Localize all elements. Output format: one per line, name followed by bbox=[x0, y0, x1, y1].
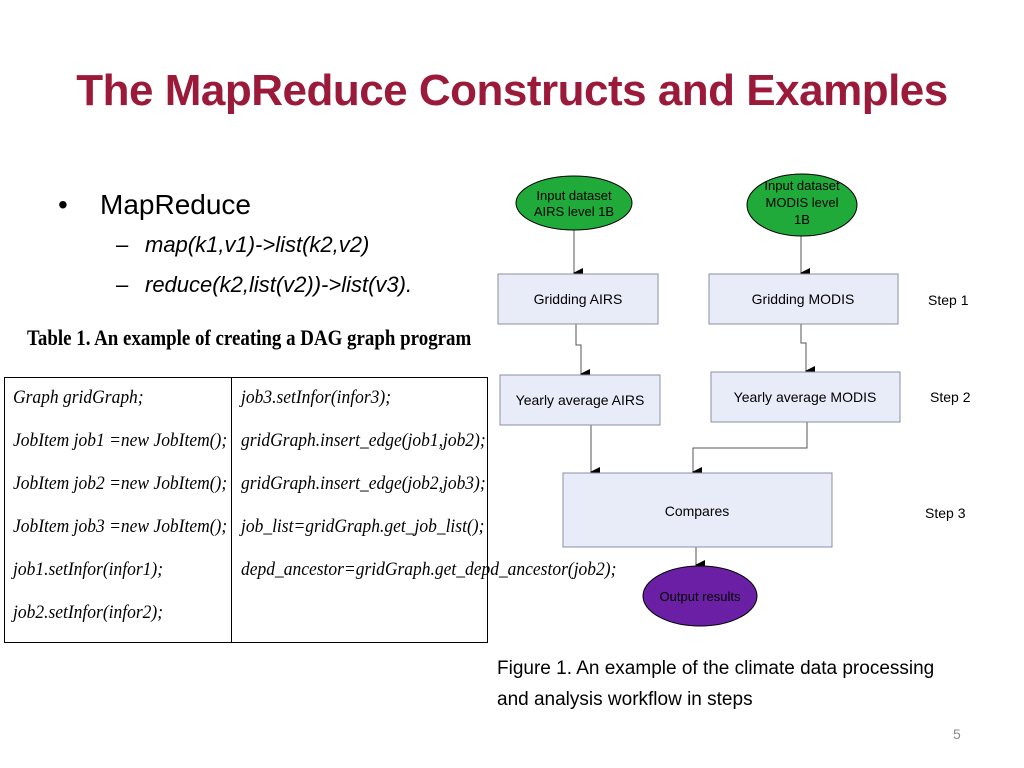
arrow-grid-airs-to-avg bbox=[575, 324, 590, 379]
grid-airs-box: Gridding AIRS bbox=[497, 273, 659, 325]
avg-modis-box: Yearly average MODIS bbox=[710, 371, 901, 423]
node-label: AIRS level 1B bbox=[534, 204, 614, 219]
avg-airs-box: Yearly average AIRS bbox=[499, 374, 661, 426]
arrow-avg-modis-to-compares bbox=[692, 422, 808, 477]
table-divider bbox=[231, 378, 232, 642]
node-label: Gridding AIRS bbox=[534, 291, 623, 307]
code-line: JobItem job2 =new JobItem(); bbox=[13, 473, 228, 494]
code-line: job_list=gridGraph.get_job_list(); bbox=[241, 516, 485, 537]
bullet-mapreduce: • MapReduce bbox=[58, 185, 412, 225]
step-label: Step 1 bbox=[928, 292, 969, 308]
node-label: Gridding MODIS bbox=[752, 291, 855, 307]
figure-caption: Figure 1. An example of the climate data… bbox=[497, 658, 935, 710]
code-line: job3.setInfor(infor3); bbox=[241, 387, 392, 408]
node-label: Output results bbox=[660, 589, 741, 604]
page-number: 5 bbox=[953, 726, 961, 742]
code-line: job2.setInfor(infor2); bbox=[13, 602, 164, 623]
code-line: job1.setInfor(infor1); bbox=[13, 559, 164, 580]
sub-bullet-text: map(k1,v1)->list(k2,v2) bbox=[145, 232, 370, 257]
code-line: Graph gridGraph; bbox=[13, 387, 144, 408]
input-airs-node: Input dataset AIRS level 1B bbox=[515, 175, 633, 231]
grid-modis-box: Gridding MODIS bbox=[708, 273, 899, 325]
node-label: Compares bbox=[665, 503, 730, 519]
table-caption: Table 1. An example of creating a DAG gr… bbox=[27, 325, 472, 350]
bullet-main-text: MapReduce bbox=[100, 189, 251, 220]
step-label: Step 3 bbox=[925, 505, 966, 521]
node-label: Input dataset bbox=[536, 188, 612, 203]
bullet-dot: • bbox=[58, 189, 68, 220]
code-line: JobItem job3 =new JobItem(); bbox=[13, 516, 228, 537]
node-label: MODIS level bbox=[766, 195, 839, 210]
output-node: Output results bbox=[642, 565, 758, 627]
code-line: JobItem job1 =new JobItem(); bbox=[13, 430, 228, 451]
input-modis-node: Input dataset MODIS level 1B bbox=[746, 173, 858, 237]
step-label: Step 2 bbox=[930, 389, 971, 405]
node-label: Yearly average MODIS bbox=[734, 389, 877, 405]
code-line: gridGraph.insert_edge(job2,job3); bbox=[241, 473, 486, 494]
arrow-grid-modis-to-avg bbox=[800, 324, 815, 376]
node-label: 1B bbox=[794, 212, 810, 227]
code-column-left: Graph gridGraph; JobItem job1 =new JobIt… bbox=[13, 380, 246, 638]
compares-box: Compares bbox=[562, 472, 833, 548]
dash-marker: – bbox=[116, 232, 129, 257]
code-line: gridGraph.insert_edge(job1,job2); bbox=[241, 430, 486, 451]
sub-bullet-text: reduce(k2,list(v2))->list(v3). bbox=[145, 272, 413, 297]
node-label: Yearly average AIRS bbox=[516, 392, 645, 408]
node-label: Input dataset bbox=[764, 178, 840, 193]
dash-marker: – bbox=[116, 272, 129, 297]
bullet-list: • MapReduce – map(k1,v1)->list(k2,v2) – … bbox=[58, 185, 412, 305]
sub-bullet-reduce: – reduce(k2,list(v2))->list(v3). bbox=[58, 265, 412, 305]
connectors bbox=[573, 229, 815, 570]
slide-title: The MapReduce Constructs and Examples bbox=[76, 66, 948, 115]
sub-bullet-map: – map(k1,v1)->list(k2,v2) bbox=[58, 225, 412, 265]
